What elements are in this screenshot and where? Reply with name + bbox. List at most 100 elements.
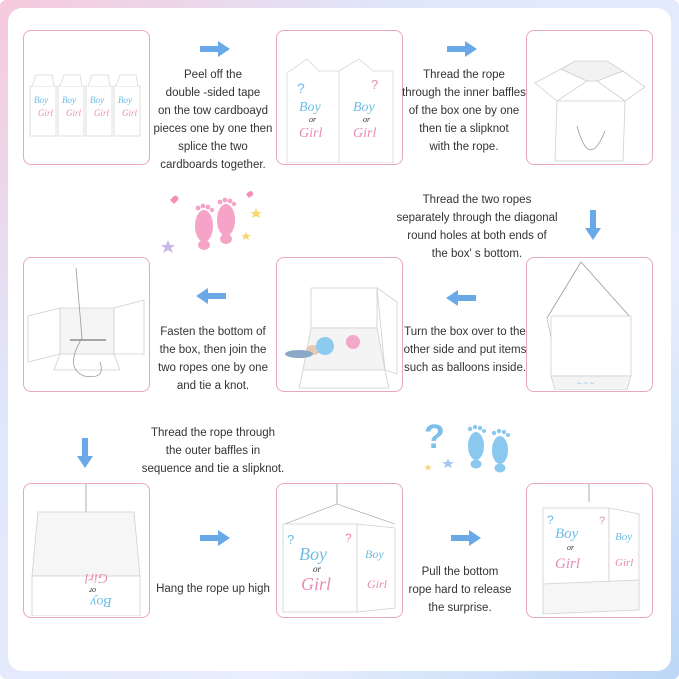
step-2-line: Thread the rope [423,69,505,81]
arrow-down-icon [585,210,601,240]
step-6-line: Thread the rope through [150,427,276,439]
hanging-box-illustration: ? ? Boy or Girl Boy Girl [282,484,396,613]
step-5-line: two ropes one by one [158,362,268,374]
step-1-line: cardboards together. [160,159,266,171]
print-boy: Boy [118,95,132,105]
step-8-line: rope hard to release [408,584,512,596]
step-6-line: the outer baffles in [165,445,261,457]
flat-cardboard-illustration: Boy Girl Boy Girl Boy Girl Boy Girl [29,74,141,137]
step-1-image-card: Boy Girl Boy Girl Boy Girl Boy Girl [23,30,150,165]
print-girl: Girl [38,108,54,118]
print-girl: Girl [94,108,110,118]
step-4-line: other side and put items [403,344,527,356]
print-or: or [309,115,317,124]
step-7-text: Hang the rope up high [150,580,276,598]
step-6-image-card: Boy or Girl [23,483,150,618]
print-boy: Boy [299,544,327,564]
step-1-text: Peel off the double -sided tape on the t… [150,66,276,174]
step-3-line: Thread the two ropes [422,194,532,206]
arrow-right-icon [200,530,230,546]
step-8-image-card: ? ? Boy or Girl Boy Girl [526,483,653,618]
print-girl: Girl [66,108,82,118]
arrow-right-icon [200,41,230,57]
print-girl: Girl [122,108,138,118]
svg-text:?: ? [297,80,305,96]
svg-text:?: ? [371,77,378,92]
box-with-ropes-illustration: ~ ~ ~ [546,261,632,390]
print-boy: Boy [555,526,579,542]
step-4-line: such as balloons inside. [403,362,527,374]
step-2-line: with the rope. [429,141,499,153]
arrow-left-icon [196,288,226,304]
step-8-line: Pull the bottom [421,566,499,578]
svg-text:?: ? [345,531,352,545]
print-boy: Boy [299,100,322,115]
print-boy: Boy [89,594,112,609]
step-4-image-card [276,257,403,392]
step-1-line: double -sided tape [165,87,261,99]
print-girl: Girl [85,570,108,585]
svg-text:?: ? [599,515,605,527]
step-4-text: Turn the box over to the other side and … [397,323,533,377]
step-5-line: and tie a knot. [176,380,250,392]
print-girl: Girl [615,557,633,569]
arrow-down-icon [77,438,93,468]
step-2-image-card: ? ? Boy or Girl Boy or Girl [276,30,403,165]
print-or: or [88,586,96,595]
assembled-cardboard-illustration: ? ? Boy or Girl Boy or Girl [286,58,394,163]
step-8-text: Pull the bottom rope hard to release the… [400,563,520,617]
arrow-right-icon [451,530,481,546]
baby-feet-blue-icon: ? [424,418,510,473]
step-1-line: Peel off the [184,69,242,81]
print-boy: Boy [353,100,376,115]
open-box-illustration [534,60,646,162]
print-boy: Boy [62,95,76,105]
svg-text:?: ? [424,418,445,456]
step-1-line: on the tow cardboayd [158,105,268,117]
step-2-line: of the box one by one [408,105,520,117]
step-3-line: round holes at both ends of [407,230,547,242]
released-box-illustration: ? ? Boy or Girl Boy Girl [542,484,640,615]
print-or: or [363,115,371,124]
step-2-line: through the inner baffles [402,87,526,99]
svg-text:?: ? [547,513,554,527]
step-3-line: the box' s bottom. [431,248,523,260]
step-3-text: Thread the two ropes separately through … [388,191,566,263]
print-girl: Girl [555,556,580,572]
step-7-image-card: ? ? Boy or Girl Boy Girl [276,483,403,618]
print-or: or [313,564,322,574]
arrow-right-icon [447,41,477,57]
print-girl: Girl [367,577,388,591]
print-or: or [567,543,575,552]
arrow-left-icon [446,290,476,306]
step-2-text: Thread the rope through the inner baffle… [398,66,530,156]
step-6-text: Thread the rope through the outer baffle… [140,424,286,478]
print-boy: Boy [365,547,384,561]
box-bottom-fastened-illustration [27,267,145,378]
step-8-line: the surprise. [428,602,492,614]
box-with-balloons-illustration [285,287,398,389]
svg-text:~ ~ ~: ~ ~ ~ [577,379,595,388]
step-5-line: Fasten the bottom of [160,326,266,338]
step-1-line: pieces one by one then [153,123,273,135]
print-boy: Boy [34,95,48,105]
svg-text:?: ? [287,532,294,547]
baby-feet-pink-icon [161,190,262,253]
step-5-line: the box, then join the [159,344,267,356]
step-6-line: sequence and tie a slipknot. [141,463,285,475]
step-3-image-card [526,30,653,165]
box-upside-down-illustration: Boy or Girl [31,484,141,616]
step-5-text: Fasten the bottom of the box, then join … [148,323,278,395]
print-boy: Boy [90,95,104,105]
step-1-line: splice the two [178,141,248,153]
step-3-line: separately through the diagonal [396,212,558,224]
print-boy: Boy [615,531,632,543]
print-girl: Girl [353,126,376,141]
step-5-image-card [23,257,150,392]
step-4-line: Turn the box over to the [404,326,526,338]
step-2-line: then tie a slipknot [419,123,509,135]
step-3b-image-card: ~ ~ ~ [526,257,653,392]
print-girl: Girl [301,574,331,594]
print-girl: Girl [299,126,322,141]
step-7-line: Hang the rope up high [156,583,270,595]
